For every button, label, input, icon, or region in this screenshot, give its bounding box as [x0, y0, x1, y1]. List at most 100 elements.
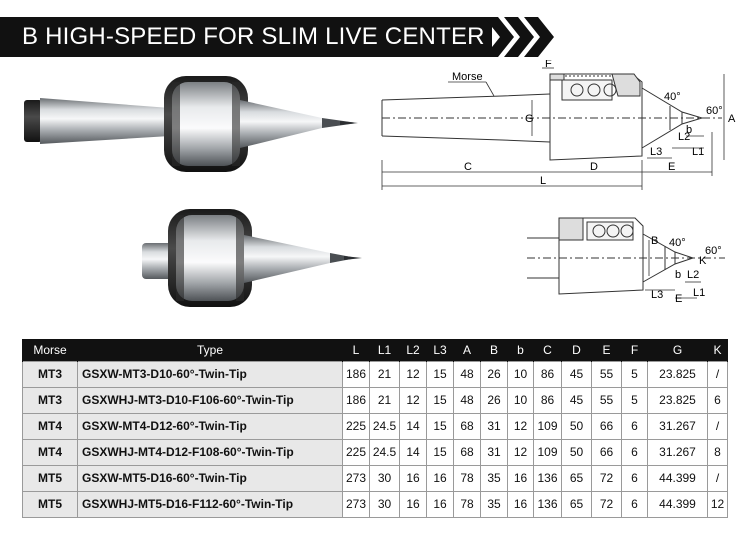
col-l1: L1 — [369, 339, 400, 361]
label-b-upper: B — [651, 235, 658, 247]
cell-d: 50 — [561, 438, 592, 466]
cell-g: 44.399 — [647, 490, 708, 518]
label-l2: L2 — [678, 131, 690, 143]
col-morse: Morse — [22, 339, 78, 361]
cell-l: 186 — [342, 360, 370, 388]
cell-b: 10 — [507, 360, 534, 388]
col-b-upper: B — [480, 339, 508, 361]
cell-c: 109 — [533, 438, 562, 466]
label-g: G — [525, 113, 534, 125]
label-l1: L1 — [693, 287, 705, 299]
cell-k: 12 — [707, 490, 728, 518]
col-c: C — [533, 339, 562, 361]
cell-k: 8 — [707, 438, 728, 466]
cell-l: 273 — [342, 464, 370, 492]
cell-g: 31.267 — [647, 438, 708, 466]
cell-c: 136 — [533, 490, 562, 518]
cell-l2: 12 — [399, 386, 427, 414]
col-d: D — [561, 339, 592, 361]
label-d: D — [590, 161, 598, 173]
cell-type: GSXW-MT5-D16-60°-Twin-Tip — [77, 464, 343, 492]
label-l3: L3 — [651, 289, 663, 301]
cell-a: 68 — [453, 438, 481, 466]
label-b: b — [675, 269, 681, 281]
col-e: E — [591, 339, 622, 361]
cell-l1: 21 — [369, 360, 400, 388]
cell-l1: 24.5 — [369, 438, 400, 466]
cell-a: 48 — [453, 386, 481, 414]
cell-b: 10 — [507, 386, 534, 414]
cell-k: / — [707, 412, 728, 440]
cell-c: 109 — [533, 412, 562, 440]
cell-a: 48 — [453, 360, 481, 388]
label-c: C — [464, 161, 472, 173]
cell-l3: 15 — [426, 412, 454, 440]
cell-b-upper: 31 — [480, 412, 508, 440]
cell-e: 72 — [591, 464, 622, 492]
cell-b: 12 — [507, 412, 534, 440]
col-f: F — [621, 339, 648, 361]
cell-k: / — [707, 360, 728, 388]
cell-d: 50 — [561, 412, 592, 440]
cell-g: 44.399 — [647, 464, 708, 492]
technical-diagram-top: Morse F G 40° 60° A b L2 L3 L1 C L D E — [381, 60, 736, 190]
cell-e: 66 — [591, 438, 622, 466]
cell-k: 6 — [707, 386, 728, 414]
cell-l3: 15 — [426, 438, 454, 466]
cell-type: GSXW-MT4-D12-60°-Twin-Tip — [77, 412, 343, 440]
cell-g: 31.267 — [647, 412, 708, 440]
cell-b-upper: 26 — [480, 386, 508, 414]
cell-d: 65 — [561, 490, 592, 518]
col-g: G — [647, 339, 708, 361]
cell-b: 12 — [507, 438, 534, 466]
cell-f: 6 — [621, 412, 648, 440]
header-banner: B HIGH-SPEED FOR SLIM LIVE CENTER — [0, 17, 750, 57]
cell-a: 68 — [453, 412, 481, 440]
col-l: L — [342, 339, 370, 361]
cell-g: 23.825 — [647, 360, 708, 388]
cell-a: 78 — [453, 464, 481, 492]
label-e: E — [675, 293, 682, 305]
label-angle-40: 40° — [664, 91, 681, 103]
cell-l: 225 — [342, 438, 370, 466]
cell-l1: 30 — [369, 490, 400, 518]
cell-g: 23.825 — [647, 386, 708, 414]
cell-l2: 12 — [399, 360, 427, 388]
cell-l: 186 — [342, 386, 370, 414]
cell-e: 55 — [591, 360, 622, 388]
cell-d: 45 — [561, 360, 592, 388]
cell-b-upper: 31 — [480, 438, 508, 466]
cell-f: 5 — [621, 360, 648, 388]
cell-e: 72 — [591, 490, 622, 518]
cell-l2: 14 — [399, 438, 427, 466]
label-morse: Morse — [452, 71, 483, 83]
cell-f: 6 — [621, 438, 648, 466]
cell-l: 225 — [342, 412, 370, 440]
label-a: A — [728, 113, 736, 125]
cell-f: 6 — [621, 464, 648, 492]
product-photo-mt-live-center — [24, 76, 358, 172]
page-title: B HIGH-SPEED FOR SLIM LIVE CENTER — [22, 23, 485, 50]
cell-l3: 15 — [426, 386, 454, 414]
cell-e: 66 — [591, 412, 622, 440]
cell-f: 6 — [621, 490, 648, 518]
cell-b-upper: 35 — [480, 490, 508, 518]
col-l2: L2 — [399, 339, 427, 361]
cell-type: GSXWHJ-MT3-D10-F106-60°-Twin-Tip — [77, 386, 343, 414]
label-angle-60: 60° — [705, 245, 722, 257]
cell-l3: 16 — [426, 464, 454, 492]
label-l3: L3 — [650, 146, 662, 158]
cell-l3: 16 — [426, 490, 454, 518]
cell-morse: MT4 — [22, 438, 78, 466]
label-b: b — [686, 124, 692, 136]
cell-l2: 14 — [399, 412, 427, 440]
cell-l2: 16 — [399, 490, 427, 518]
col-b: b — [507, 339, 534, 361]
product-photo-slim-live-center — [142, 209, 362, 307]
cell-k: / — [707, 464, 728, 492]
cell-l1: 30 — [369, 464, 400, 492]
